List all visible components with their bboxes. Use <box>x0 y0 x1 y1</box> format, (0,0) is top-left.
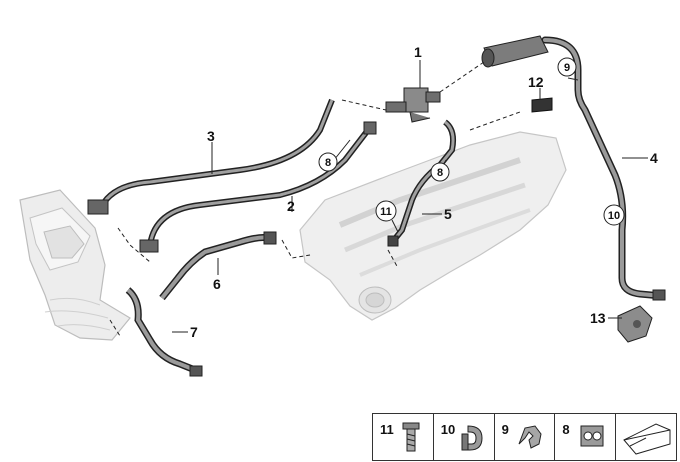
circled-callout-11: 11 <box>375 200 397 222</box>
legend-label-10: 10 <box>440 422 456 437</box>
circled-callout-9: 9 <box>557 57 577 77</box>
legend-label-9: 9 <box>501 422 509 437</box>
circled-callout-9-label: 9 <box>564 62 570 74</box>
callout-1: 1 <box>414 44 422 60</box>
callout-13: 13 <box>590 310 606 326</box>
part-12-connector <box>531 97 553 113</box>
bolt-icon <box>402 422 420 452</box>
callout-12: 12 <box>528 74 544 90</box>
callout-leaders <box>172 60 648 333</box>
circled-callout-8a-label: 8 <box>325 157 331 169</box>
legend-cell-9: 9 <box>495 414 556 460</box>
part-7-pipe <box>125 287 203 377</box>
callout-7: 7 <box>190 324 198 340</box>
callout-6: 6 <box>213 276 221 292</box>
small-parts-legend: 11 10 9 8 <box>372 413 677 461</box>
callout-3: 3 <box>207 128 215 144</box>
air-intake-duct <box>19 189 131 341</box>
hose-clip-icon <box>461 425 483 451</box>
callout-2: 2 <box>287 198 295 214</box>
circled-callout-8b: 8 <box>430 162 450 182</box>
part-6-pipe <box>159 231 277 301</box>
legend-label-8: 8 <box>562 422 570 437</box>
legend-cell-shim <box>616 414 676 460</box>
shim-wedge-icon <box>623 423 671 455</box>
pressure-canister <box>481 35 549 68</box>
part-2-pipe <box>139 121 377 253</box>
callout-5: 5 <box>444 206 452 222</box>
part-3-pipe <box>87 98 335 215</box>
line-clamp-icon <box>580 425 604 447</box>
circled-callout-8a: 8 <box>318 152 338 172</box>
intake-manifold <box>299 131 567 321</box>
part-1-valve <box>385 87 441 123</box>
part-4-pipe <box>541 36 666 301</box>
legend-cell-11: 11 <box>373 414 434 460</box>
callout-4: 4 <box>650 150 658 166</box>
circled-callout-8b-label: 8 <box>437 167 443 179</box>
bracket-clip-icon <box>518 425 542 449</box>
legend-cell-10: 10 <box>434 414 495 460</box>
assembly-dashed-lines <box>109 61 521 337</box>
part-13-bracket <box>617 305 653 343</box>
circled-callout-11-label: 11 <box>380 206 392 218</box>
legend-label-11: 11 <box>380 422 394 437</box>
circled-callout-10: 10 <box>603 204 625 226</box>
legend-cell-8: 8 <box>555 414 617 460</box>
circled-callout-10-label: 10 <box>608 210 620 222</box>
